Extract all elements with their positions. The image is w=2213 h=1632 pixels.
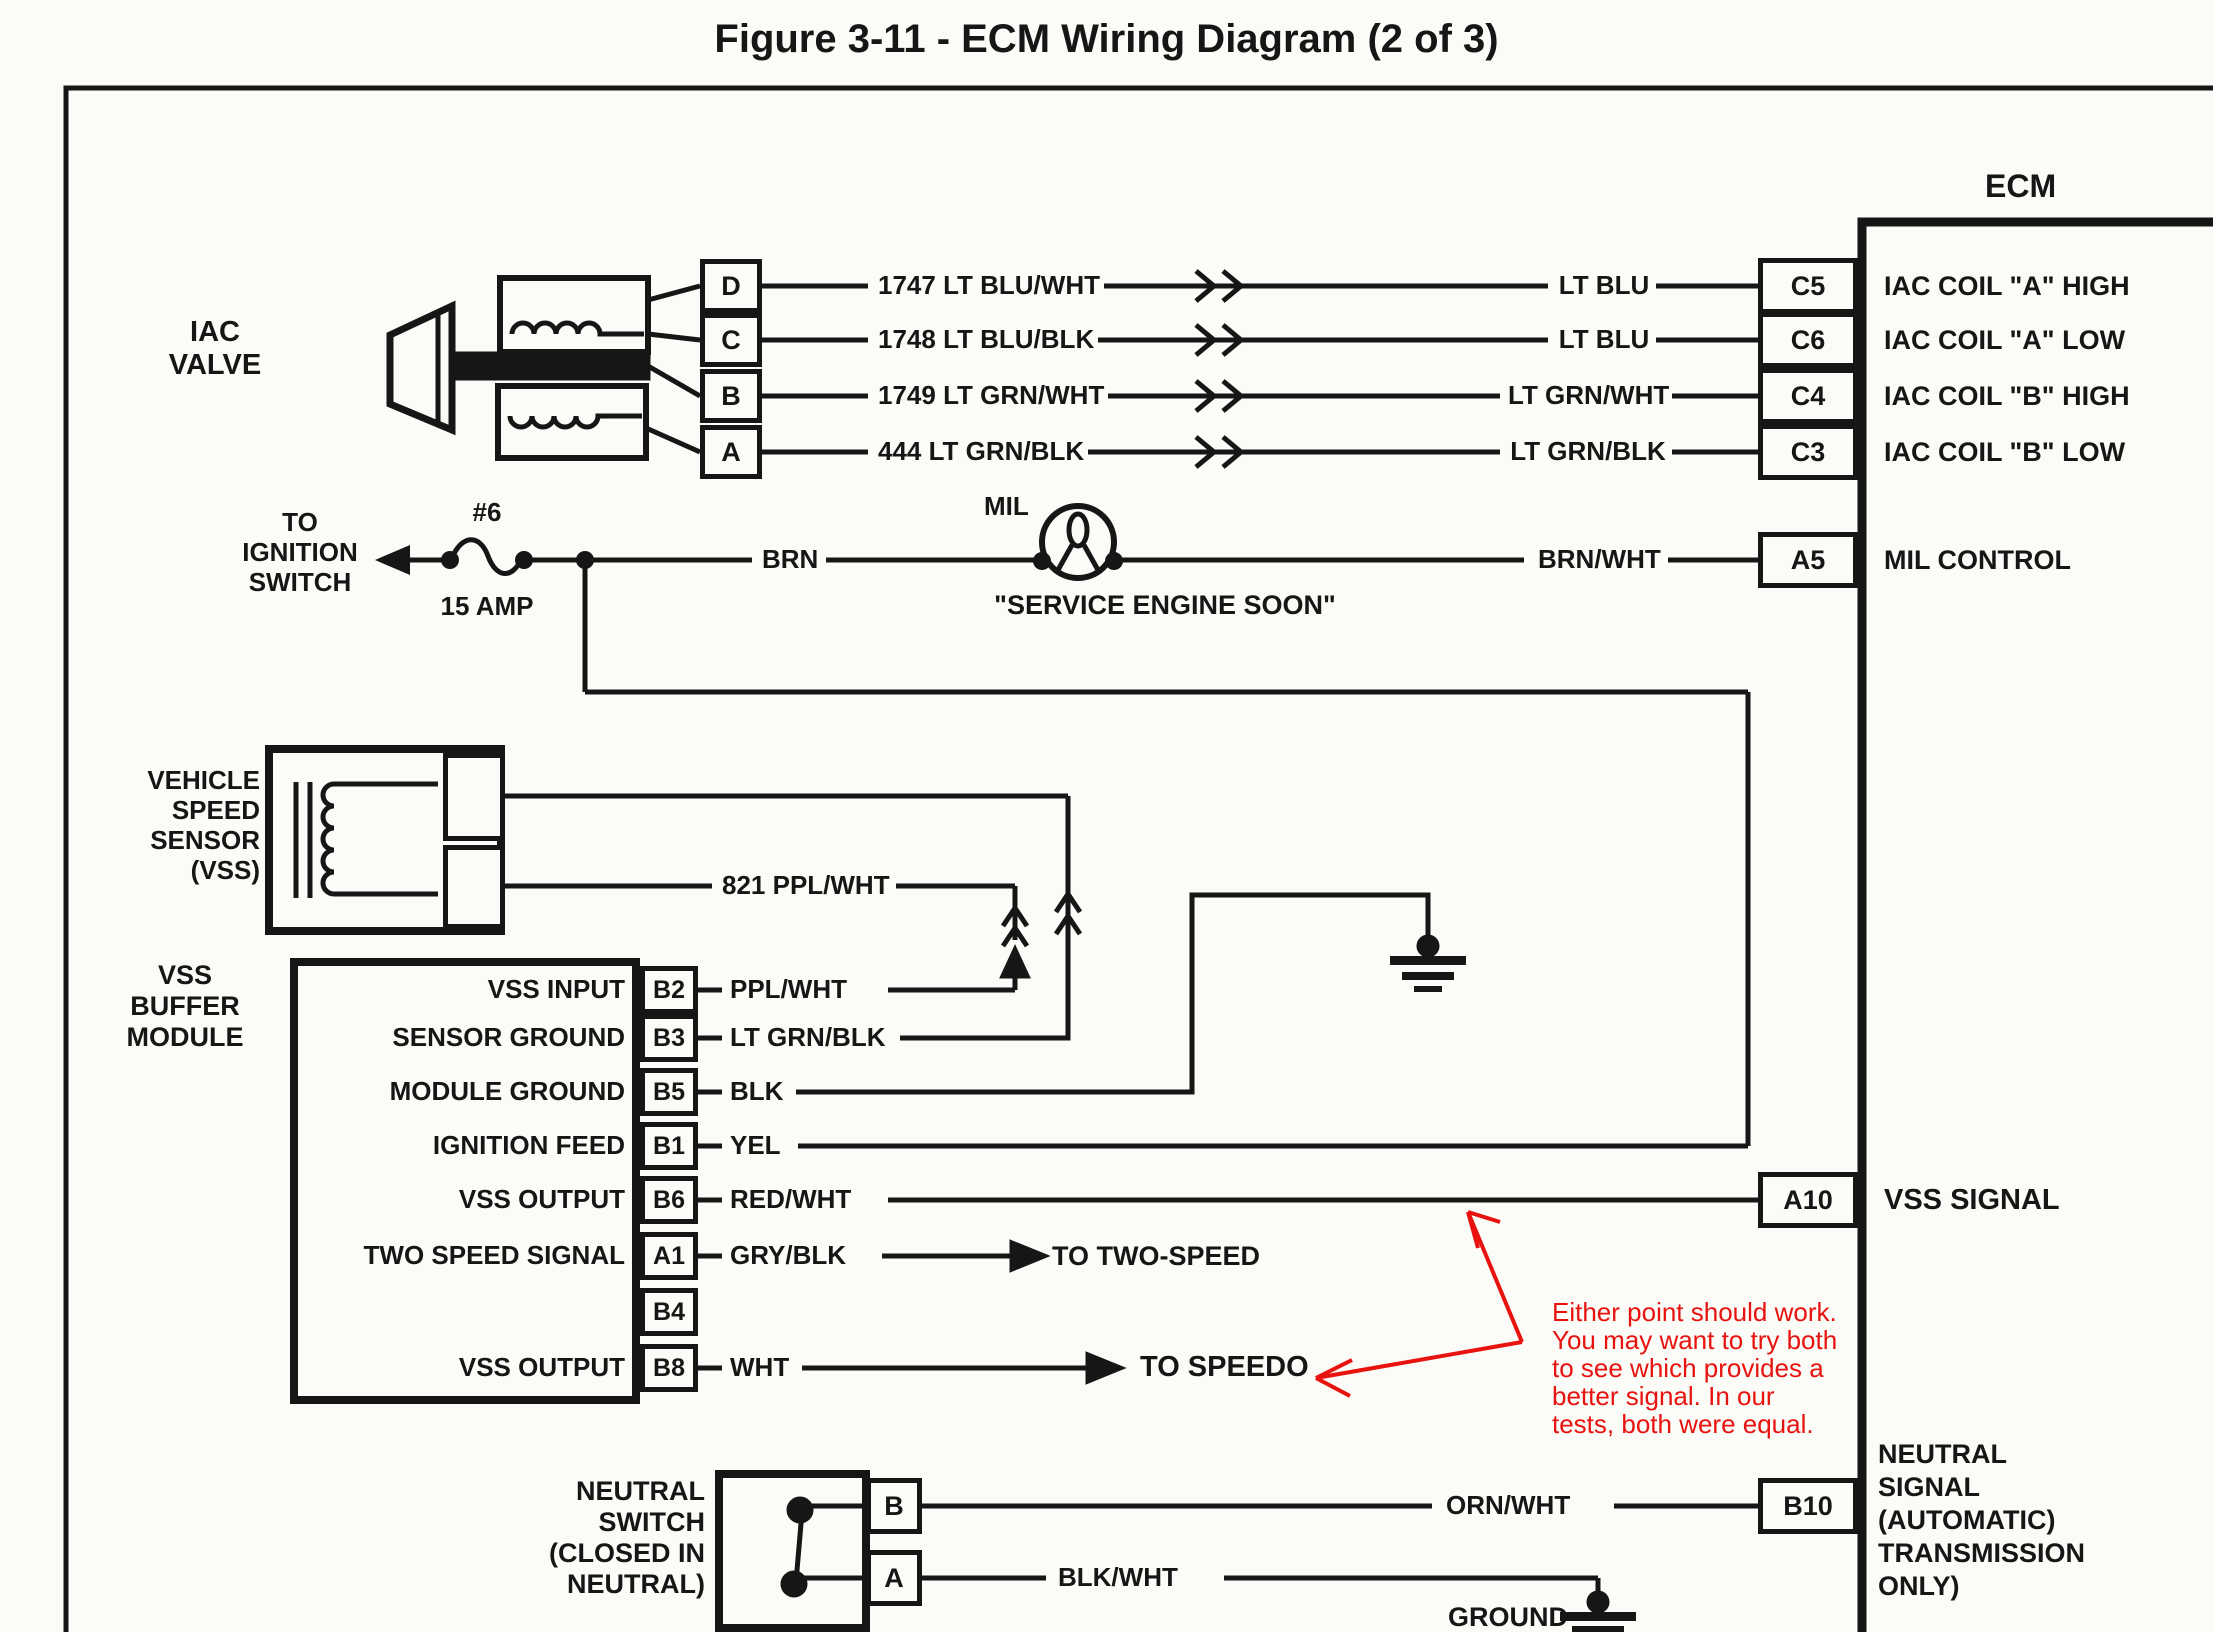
wire-label-pplwht: PPL/WHT [726,974,851,1005]
ecm-pin-c6: C6 [1758,312,1858,368]
ecm-pin-a10: A10 [1758,1172,1858,1228]
ecm-pin-a5: A5 [1758,532,1858,588]
row-name-vss-input: VSS INPUT [487,974,625,1004]
wire-label-ltgrnwht: LT GRN/WHT [1504,380,1672,411]
wire-label-blkwht: BLK/WHT [1054,1562,1182,1593]
wire-label-ltblu-2: LT BLU [1552,324,1656,355]
row-name-module-ground: MODULE GROUND [389,1076,625,1106]
neutral-switch-label: NEUTRAL SWITCH (CLOSED IN NEUTRAL) [548,1476,705,1600]
ecm-label-iac-b-low: IAC COIL "B" LOW [1884,437,2126,467]
iac-valve-label: IAC VALVE [168,316,262,382]
row-name-vss-output-1: VSS OUTPUT [458,1184,625,1214]
row-name-vss-output-2: VSS OUTPUT [458,1352,625,1382]
wire-label-1747: 1747 LT BLU/WHT [874,270,1104,301]
module-pin-b1: B1 [640,1122,698,1170]
ecm-pin-c5: C5 [1758,258,1858,314]
vss-connector-lower [443,845,505,929]
neutral-pin-a: A [866,1550,922,1606]
ecm-pin-c3: C3 [1758,424,1858,480]
service-engine-soon-label: "SERVICE ENGINE SOON" [994,590,1336,620]
ecm-label-iac-a-low: IAC COIL "A" LOW [1884,325,2126,355]
iac-pin-c: C [700,313,762,367]
wire-label-yel: YEL [726,1130,785,1161]
wire-label-ornwht: ORN/WHT [1442,1490,1575,1521]
fuse-rating-label: 15 AMP [440,591,534,621]
to-ignition-switch-label: TO IGNITION SWITCH [242,507,358,597]
wire-label-brnwht: BRN/WHT [1534,544,1665,575]
ecm-title: ECM [1985,168,2057,204]
row-name-two-speed-signal: TWO SPEED SIGNAL [363,1240,625,1270]
wire-label-821-pplwht: 821 PPL/WHT [718,870,894,901]
wire-label-1749: 1749 LT GRN/WHT [874,380,1109,411]
wire-label-444: 444 LT GRN/BLK [874,436,1089,467]
module-pin-b3: B3 [640,1014,698,1062]
dest-speedo: TO SPEEDO [1140,1351,1309,1383]
wire-label-blk: BLK [726,1076,788,1107]
fuse-number-label: #6 [472,497,502,527]
vss-label: VEHICLE SPEED SENSOR (VSS) [147,765,260,885]
module-pin-b8: B8 [640,1344,698,1392]
module-pin-a1: A1 [640,1232,698,1280]
row-name-sensor-ground: SENSOR GROUND [392,1022,625,1052]
wire-label-1748: 1748 LT BLU/BLK [874,324,1099,355]
module-pin-b5: B5 [640,1068,698,1116]
neutral-pin-b: B [866,1478,922,1534]
vss-buffer-module-box [290,958,640,1404]
iac-pin-a: A [700,425,762,479]
row-name-ignition-feed: IGNITION FEED [432,1130,625,1160]
ecm-label-neutral-signal: NEUTRAL SIGNAL (AUTOMATIC) TRANSMISSION … [1878,1439,2086,1601]
figure-title: Figure 3-11 - ECM Wiring Diagram (2 of 3… [714,17,1499,61]
wire-label-ltblu-1: LT BLU [1552,270,1656,301]
annotation-arrows [1315,1210,1524,1398]
module-pin-b4: B4 [640,1288,698,1336]
ecm-label-iac-b-high: IAC COIL "B" HIGH [1884,381,2130,411]
vss-buffer-module-label: VSS BUFFER MODULE [126,960,244,1053]
wire-label-wht: WHT [726,1352,794,1383]
ecm-pin-c4: C4 [1758,368,1858,424]
mil-label: MIL [984,491,1029,521]
iac-pin-b: B [700,369,762,423]
wire-label-ltgrnblk-2: LT GRN/BLK [726,1022,890,1053]
ground-label: GROUND [1448,1602,1568,1632]
wire-label-ltgrnblk: LT GRN/BLK [1504,436,1672,467]
wire-label-gryblk: GRY/BLK [726,1240,851,1271]
neutral-switch-box [715,1470,870,1632]
module-pin-b2: B2 [640,966,698,1014]
ecm-label-iac-a-high: IAC COIL "A" HIGH [1884,271,2130,301]
dest-two-speed: TO TWO-SPEED [1052,1241,1261,1271]
wire-label-redwht: RED/WHT [726,1184,856,1215]
ecm-pin-b10: B10 [1758,1478,1858,1534]
vss-connector-upper [443,753,505,841]
module-pin-b6: B6 [640,1176,698,1224]
annotation-note: Either point should work. You may want t… [1552,1297,1838,1439]
ecm-label-vss-signal: VSS SIGNAL [1884,1184,2060,1216]
iac-pin-d: D [700,259,762,313]
wire-label-brn: BRN [758,544,823,575]
ecm-label-mil-control: MIL CONTROL [1884,545,2071,575]
